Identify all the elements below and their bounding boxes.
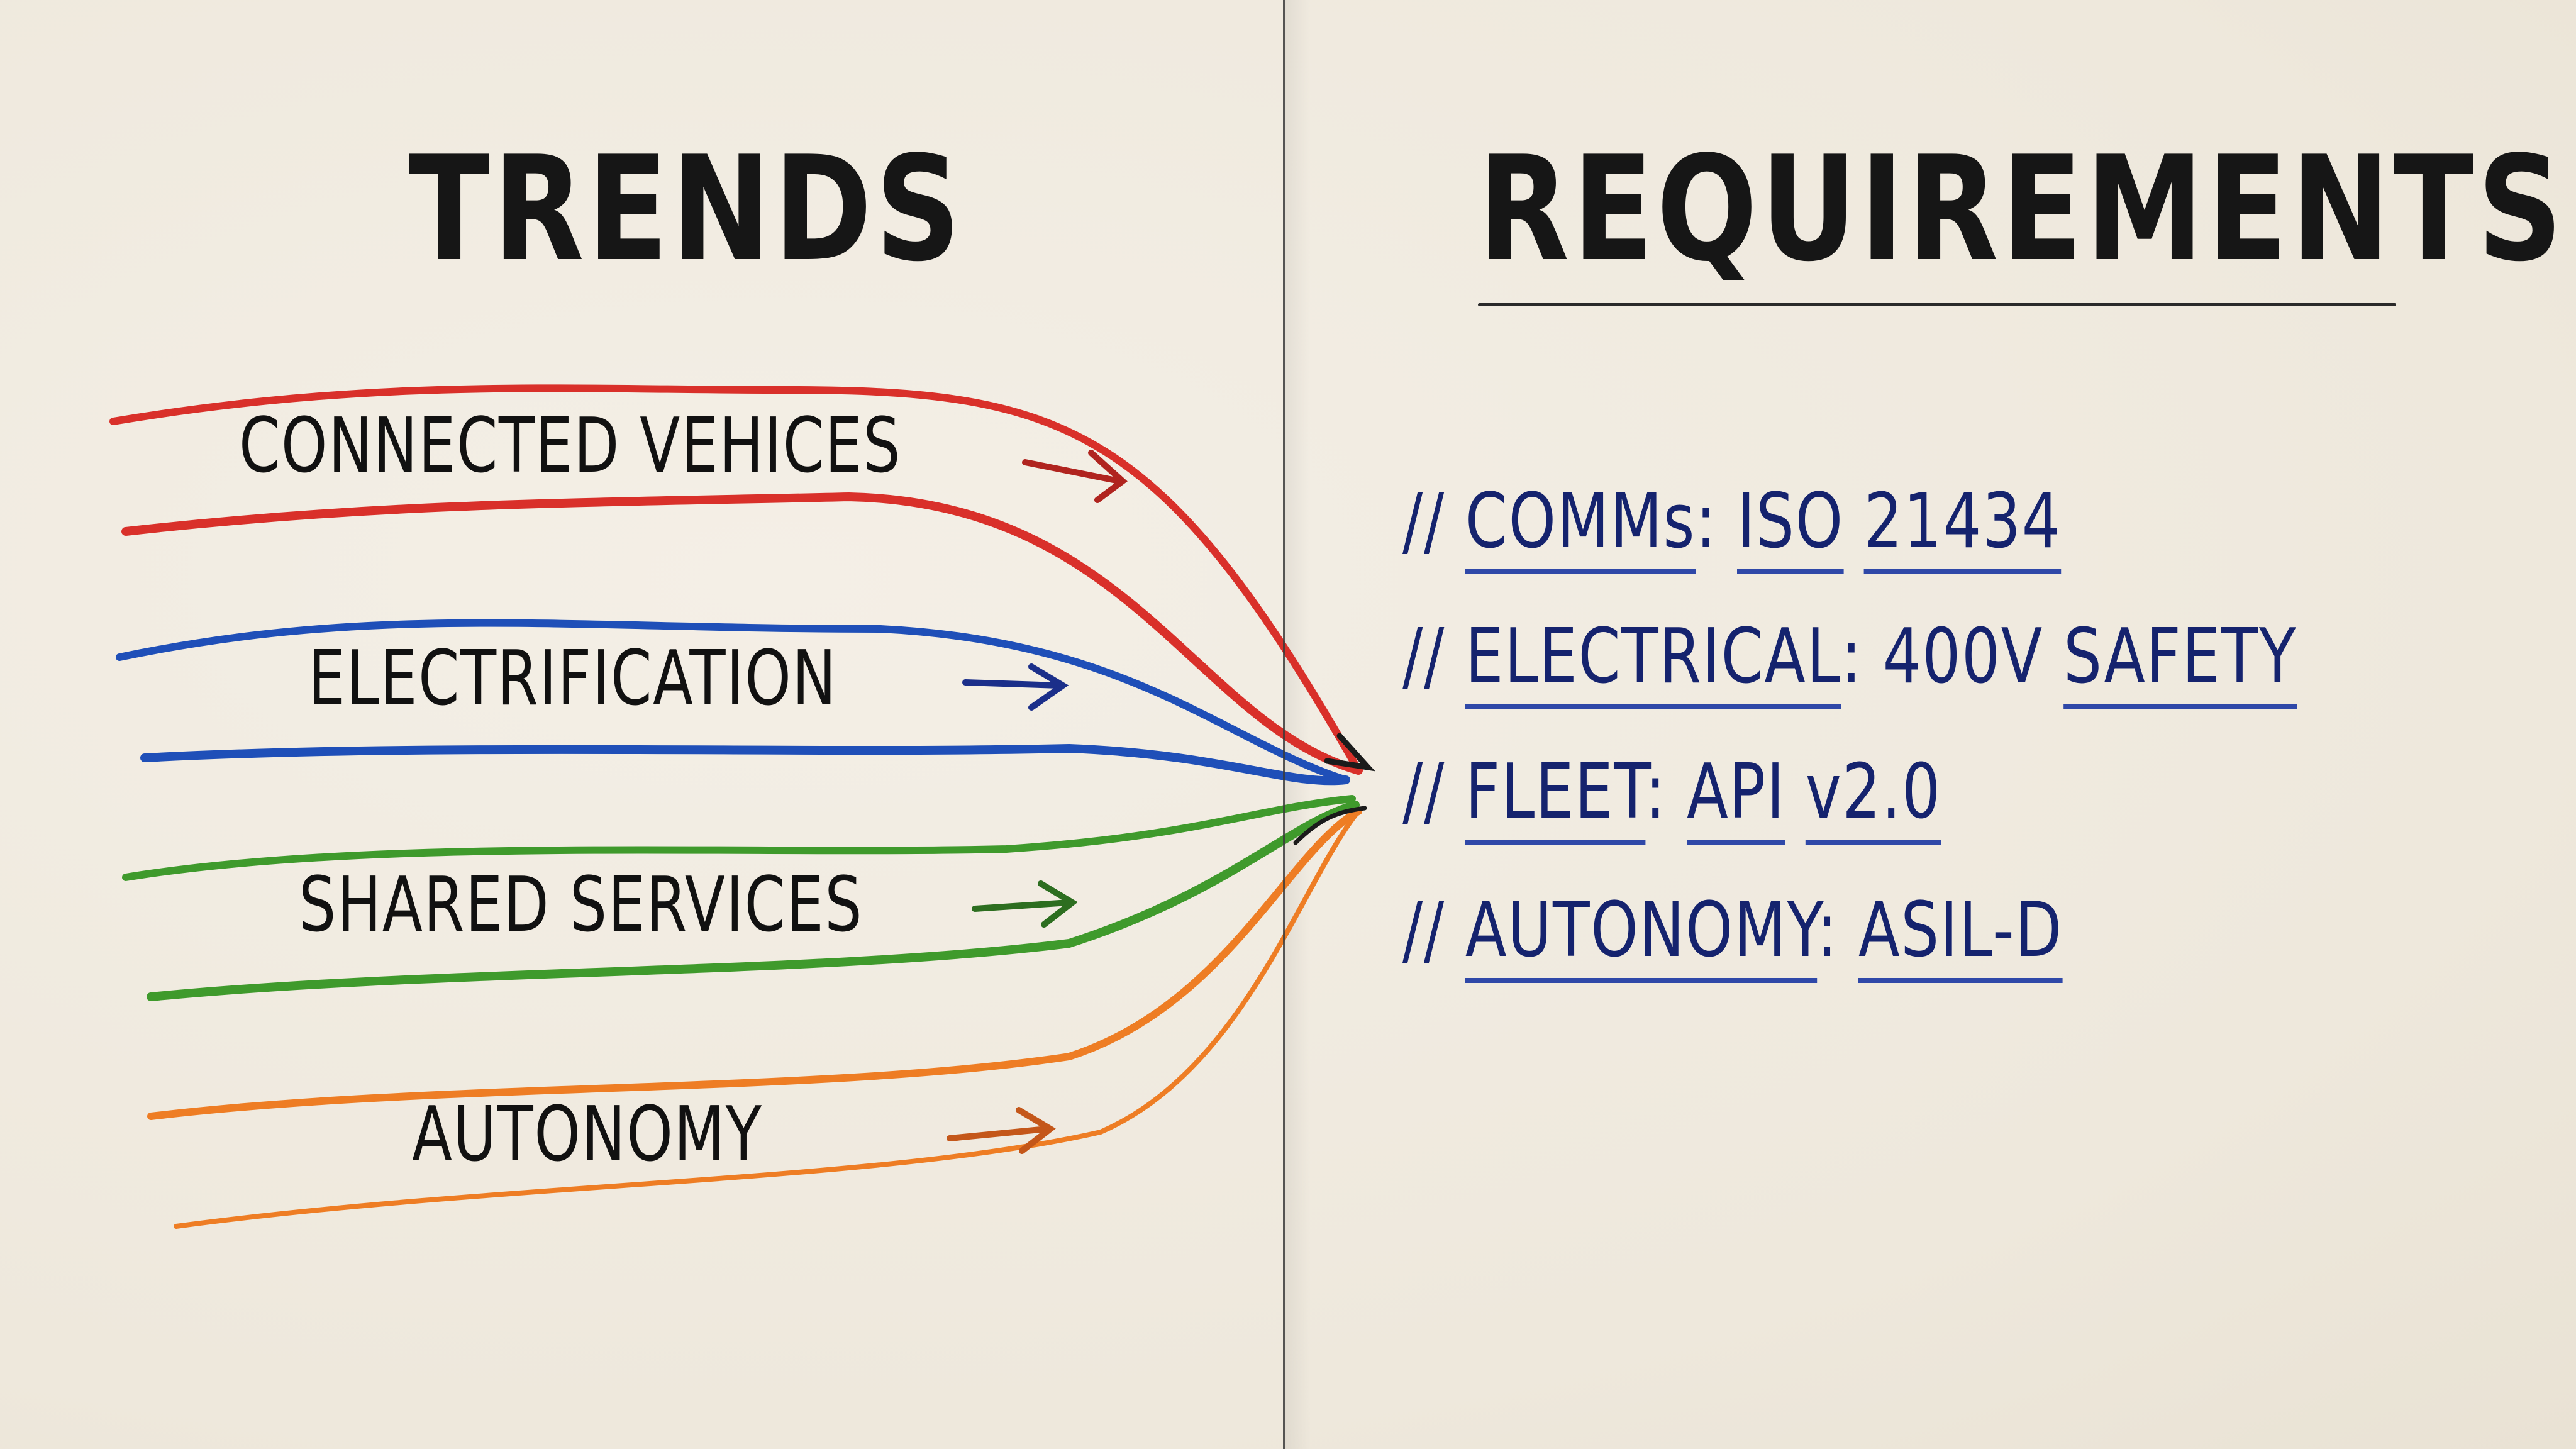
trends-title: TRENDS	[409, 126, 964, 294]
requirement-key: FLEET	[1465, 748, 1645, 845]
comment-prefix: //	[1402, 887, 1445, 974]
requirement-value: 400V	[1882, 613, 2043, 701]
requirement-key: COMMs	[1465, 478, 1696, 574]
requirement-fleet: //FLEET: API v2.0	[1402, 748, 1941, 845]
requirement-value: v2.0	[1805, 748, 1941, 845]
requirement-electrical: //ELECTRICAL: 400V SAFETY	[1402, 613, 2297, 709]
trend-label-shared-services: SHARED SERVICES	[299, 862, 863, 949]
requirement-separator: :	[1645, 748, 1667, 836]
page-fold-line	[1283, 0, 1285, 1449]
requirement-value: API	[1687, 748, 1785, 845]
requirement-separator: :	[1816, 887, 1838, 974]
requirement-autonomy: //AUTONOMY: ASIL-D	[1402, 887, 2063, 983]
trend-label-connected-vehicles: CONNECTED VEHICES	[239, 402, 902, 490]
requirement-value: ASIL-D	[1858, 887, 2063, 983]
requirement-comms: //COMMs: ISO 21434	[1402, 478, 2062, 574]
requirement-value: SAFETY	[2063, 613, 2297, 709]
comment-prefix: //	[1402, 748, 1445, 836]
comment-prefix: //	[1402, 478, 1445, 565]
trend-label-autonomy: AUTONOMY	[412, 1091, 763, 1179]
requirements-title: REQUIREMENTS	[1478, 126, 2566, 294]
requirement-separator: :	[1841, 613, 1863, 701]
requirement-key: AUTONOMY	[1465, 887, 1817, 983]
requirement-separator: :	[1696, 478, 1718, 565]
requirement-value: 21434	[1863, 478, 2062, 574]
page-fold-shadow	[1285, 0, 1311, 1449]
requirement-value: ISO	[1737, 478, 1844, 574]
trend-label-electrification: ELECTRIFICATION	[308, 635, 838, 723]
requirements-title-underline	[1478, 303, 2396, 306]
requirement-key: ELECTRICAL	[1465, 613, 1841, 709]
comment-prefix: //	[1402, 613, 1445, 701]
